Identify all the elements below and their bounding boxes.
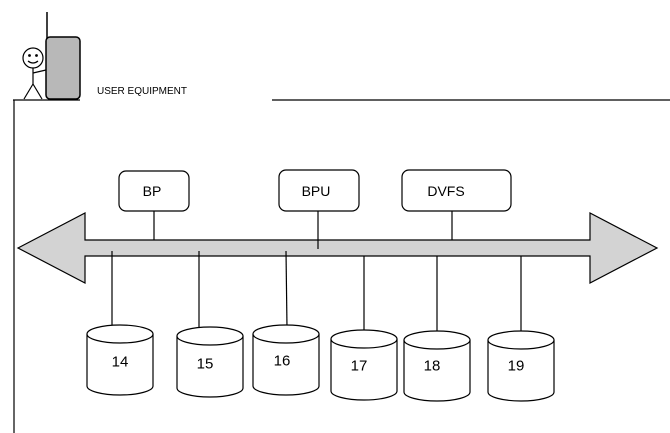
database-top: [487, 330, 555, 350]
unit-bpu: BPU: [278, 169, 360, 212]
database-icon: [252, 334, 320, 396]
storage-label: 15: [197, 356, 214, 373]
database-top: [252, 324, 320, 344]
bus-arrow: [16, 212, 659, 284]
unit-bp: BP: [118, 170, 190, 212]
database-icon: [487, 340, 555, 402]
storage-label: 18: [424, 358, 441, 375]
phone-icon: [45, 36, 81, 100]
database-top: [330, 329, 398, 349]
unit-box: [401, 169, 512, 212]
storage-16: 16: [252, 324, 320, 396]
storage-17: 17: [330, 329, 398, 401]
unit-box: [118, 170, 190, 212]
storage-label: 17: [351, 358, 368, 375]
database-icon: [403, 340, 471, 402]
database-top: [176, 326, 244, 346]
database-icon: [330, 339, 398, 401]
unit-connectors: [153, 211, 453, 249]
storage-19: 19: [487, 330, 555, 402]
unit-label: BP: [143, 183, 162, 199]
database-top: [403, 330, 471, 350]
user-equipment-label: USER EQUIPMENT: [97, 86, 187, 97]
storage-18: 18: [403, 330, 471, 402]
unit-label: BPU: [302, 183, 331, 199]
storage-15: 15: [176, 326, 244, 398]
database-icon: [176, 336, 244, 398]
unit-label: DVFS: [427, 183, 464, 199]
storage-connectors: [111, 250, 522, 334]
storage-14: 14: [86, 324, 154, 396]
unit-box: [278, 169, 360, 212]
storage-label: 16: [274, 353, 291, 370]
database-top: [86, 324, 154, 344]
storage-label: 19: [508, 358, 525, 375]
unit-dvfs: DVFS: [401, 169, 512, 212]
database-icon: [86, 334, 154, 396]
storage-label: 14: [112, 354, 129, 371]
user-icon: [22, 47, 47, 100]
equipment-frame: [13, 99, 670, 433]
